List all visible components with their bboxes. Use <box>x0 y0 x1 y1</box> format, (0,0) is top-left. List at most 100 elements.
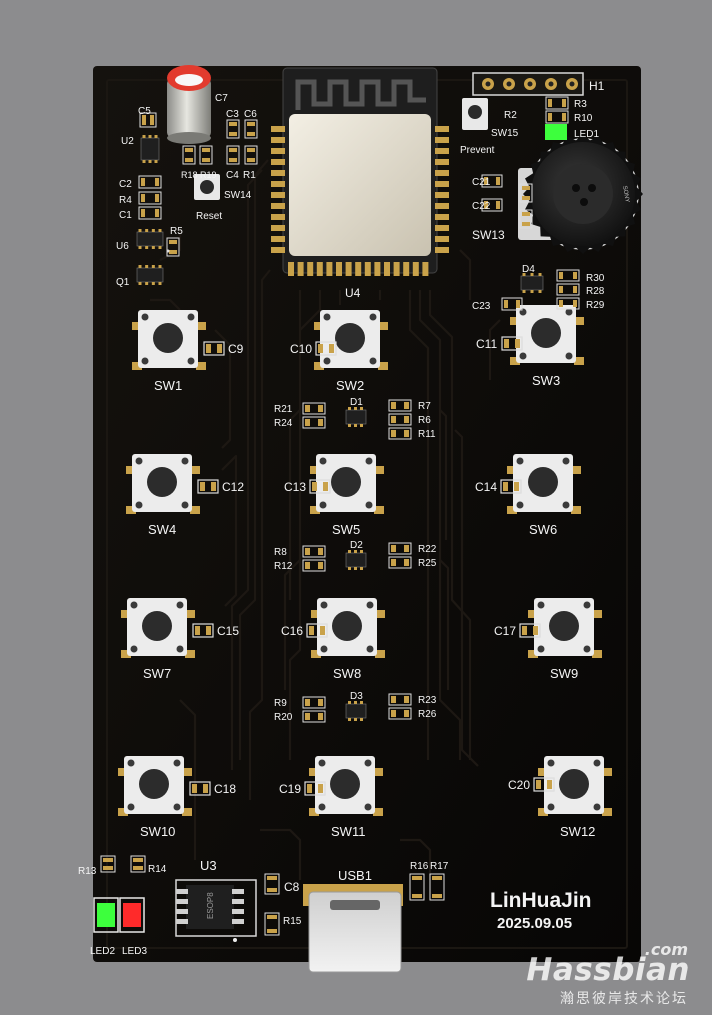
label-sw15: SW15 <box>491 128 519 139</box>
label-d4: D4 <box>522 264 535 275</box>
switch-label: SW8 <box>333 666 361 681</box>
usb-c-connector <box>303 884 403 973</box>
small-components <box>100 96 580 936</box>
capacitor-label: C9 <box>228 342 244 356</box>
switch-label: SW3 <box>532 373 560 388</box>
decoupling-capacitor: C10 <box>290 341 337 356</box>
label-r1: R1 <box>243 170 256 181</box>
prevent-button: Prevent <box>460 98 495 156</box>
label-sw13: SW13 <box>472 228 505 242</box>
switch-label: SW12 <box>560 824 595 839</box>
date-text: 2025.09.05 <box>497 915 572 932</box>
status-leds <box>93 124 567 933</box>
label-r16: R16 <box>410 861 429 872</box>
key-switch: SW12 C20 <box>508 756 612 839</box>
resistor <box>388 693 412 706</box>
capacitor-label: C10 <box>290 342 312 356</box>
key-switch: SW1 C9 <box>132 310 244 393</box>
label-q1: Q1 <box>116 277 130 288</box>
resistor-label: R11 <box>418 429 436 440</box>
decoupling-capacitor: C12 <box>197 479 244 494</box>
copper-traces <box>150 159 501 880</box>
label-u6: U6 <box>116 241 129 252</box>
resistor-label: R9 <box>274 698 287 709</box>
label-r29: R29 <box>586 300 605 311</box>
forum-watermark: .com Hassbian 瀚思彼岸技术论坛 <box>490 940 690 1008</box>
resistor-label: R12 <box>274 561 293 572</box>
capacitor-label: C14 <box>475 480 497 494</box>
decoupling-capacitor: C14 <box>475 479 522 494</box>
decoder-group: D1R21R24R7R6R11D2R8R12R22R25D3R9R20R23R2… <box>274 397 437 723</box>
decoder-label: D2 <box>350 540 363 551</box>
reset-button: Reset <box>194 174 222 222</box>
decoupling-capacitor: C13 <box>284 479 331 494</box>
pcb-board <box>93 66 641 962</box>
capacitor-label: C17 <box>494 624 516 638</box>
resistor <box>388 556 412 569</box>
author-text: LinHuaJin <box>490 889 592 912</box>
key-switch: SW8 C16 <box>281 598 385 681</box>
resistor-label: R8 <box>274 547 287 558</box>
resistor-label: R22 <box>418 544 437 555</box>
resistor-label: R6 <box>418 415 431 426</box>
label-r28: R28 <box>586 286 605 297</box>
label-c6: C6 <box>244 109 257 120</box>
capacitor-label: C11 <box>476 337 497 351</box>
resistor <box>302 545 326 558</box>
decoupling-capacitor: C19 <box>279 781 326 796</box>
switch-label: SW1 <box>154 378 182 393</box>
label-led3: LED3 <box>122 946 147 957</box>
resistor <box>302 416 326 429</box>
switch-label: SW10 <box>140 824 175 839</box>
header-label: H1 <box>589 79 605 93</box>
encoder-brand-text: SONY <box>621 185 630 203</box>
label-c4: C4 <box>226 170 239 181</box>
decoupling-capacitor: C16 <box>281 623 328 638</box>
decoupling-capacitor: C20 <box>508 777 555 792</box>
label-r10: R10 <box>574 113 593 124</box>
resistor <box>388 399 412 412</box>
switch-label: SW9 <box>550 666 578 681</box>
label-led2: LED2 <box>90 946 115 957</box>
capacitor-label: C13 <box>284 480 306 494</box>
capacitor-label: C18 <box>214 782 236 796</box>
switch-label: SW4 <box>148 522 176 537</box>
decoder-label: D3 <box>350 691 363 702</box>
label-c3: C3 <box>226 109 239 120</box>
resistor <box>388 413 412 426</box>
label-c8: C8 <box>284 880 300 894</box>
component-labels: C5 C7 C3 C6 U2 R18 R19 C4 R1 C2 R4 C1 SW… <box>78 93 605 957</box>
resistor-label: R25 <box>418 558 437 569</box>
label-c5: C5 <box>138 106 151 117</box>
capacitor-label: C16 <box>281 624 303 638</box>
switch-label: SW6 <box>529 522 557 537</box>
capacitor-label: C20 <box>508 778 530 792</box>
resistor <box>302 402 326 415</box>
resistor-label: R26 <box>418 709 437 720</box>
pin-header: H1 <box>472 72 605 96</box>
switch-label: SW5 <box>332 522 360 537</box>
key-switch: SW9 C17 <box>494 598 602 681</box>
label-c23: C23 <box>472 301 491 312</box>
key-switch: SW4 C12 <box>126 454 244 537</box>
resistor <box>388 427 412 440</box>
electrolytic-capacitor <box>167 65 211 144</box>
label-r17: R17 <box>430 861 449 872</box>
resistor <box>388 542 412 555</box>
label-usb1: USB1 <box>338 868 372 883</box>
capacitor-label: C12 <box>222 480 244 494</box>
resistor-label: R24 <box>274 418 293 429</box>
prevent-label: Prevent <box>460 145 495 156</box>
key-switch: SW3 C11 <box>476 305 584 388</box>
key-switch: SW5 C13 <box>284 454 384 537</box>
resistor-label: R20 <box>274 712 293 723</box>
label-r2: R2 <box>504 110 517 121</box>
usb-chip: ESOP8 <box>175 879 257 942</box>
